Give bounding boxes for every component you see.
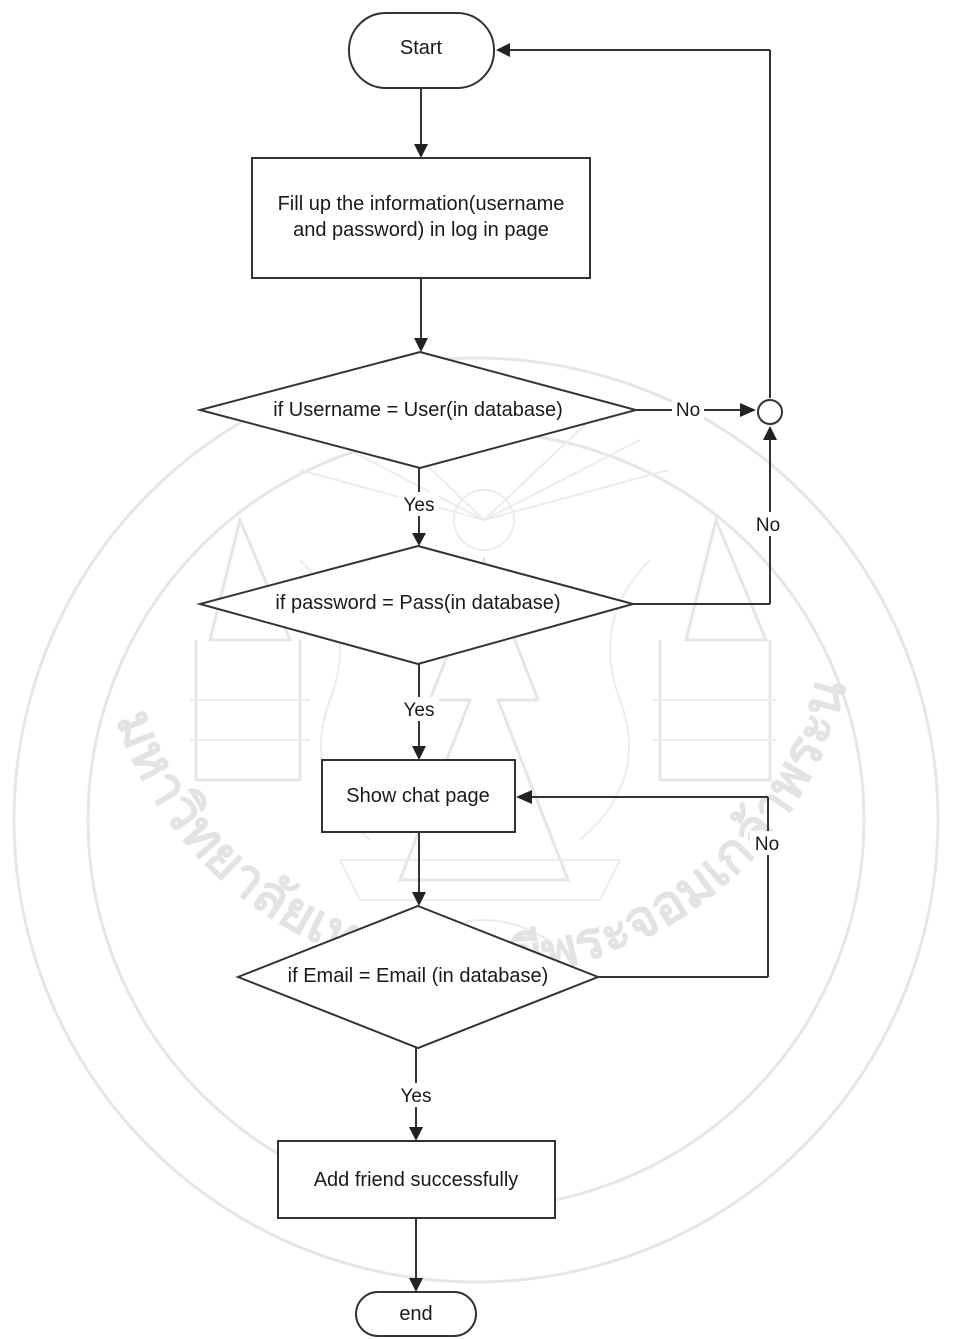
show-chat-label: Show chat page (346, 785, 489, 807)
start-terminal: Start (348, 12, 495, 89)
add-friend-process: Add friend successfully (277, 1140, 556, 1219)
fill-info-label-line1: Fill up the information(username (278, 193, 565, 215)
username-no-label: No (676, 400, 700, 421)
show-chat-process: Show chat page (321, 759, 516, 833)
username-decision: if Username = User(in database) (196, 350, 640, 470)
password-no-label: No (756, 515, 780, 536)
password-decision-label: if password = Pass(in database) (275, 592, 560, 614)
password-yes-label: Yes (404, 700, 435, 721)
end-terminal: end (355, 1291, 477, 1337)
fill-info-process: Fill up the information(username and pas… (251, 157, 591, 279)
arrowheads (409, 43, 777, 1292)
email-yes-label: Yes (401, 1086, 432, 1107)
edge-labels: No No No Yes Yes Yes (396, 398, 786, 1107)
start-label: Start (400, 37, 443, 59)
add-friend-label: Add friend successfully (314, 1169, 519, 1191)
username-decision-label: if Username = User(in database) (273, 399, 563, 421)
email-decision: if Email = Email (in database) (235, 904, 601, 1050)
junction-connector (757, 399, 783, 425)
fill-info-label-line2: and password) in log in page (293, 219, 549, 241)
email-decision-label: if Email = Email (in database) (288, 965, 549, 987)
password-decision: if password = Pass(in database) (196, 544, 637, 666)
email-no-label: No (755, 834, 779, 855)
end-label: end (399, 1303, 432, 1325)
username-yes-label: Yes (404, 495, 435, 516)
